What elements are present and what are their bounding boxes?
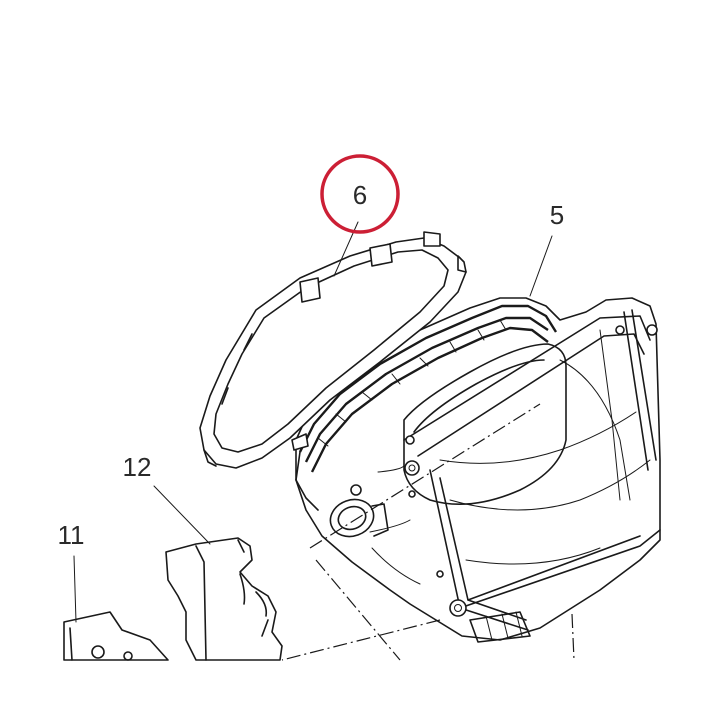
highlight-circle [320, 154, 400, 234]
part-11-bracket [63, 611, 169, 661]
callout-11-label: 11 [58, 520, 85, 550]
leader-12 [153, 485, 211, 545]
callout-6-label: 6 [353, 180, 367, 210]
callout-12-label: 12 [123, 452, 152, 482]
callout-5-label: 5 [550, 200, 564, 230]
leader-11 [73, 555, 77, 623]
leader-5 [529, 235, 553, 297]
part-6-gasket [199, 231, 467, 469]
part-12-clamp [165, 537, 283, 661]
part-5-housing [281, 297, 661, 661]
